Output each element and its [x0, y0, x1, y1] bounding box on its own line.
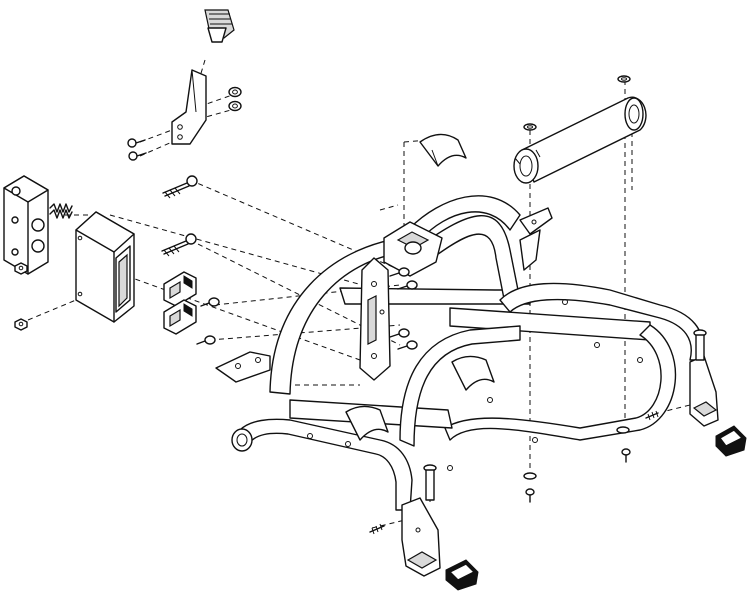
clamp-screw-upper — [200, 297, 220, 307]
mounting-bracket — [171, 69, 207, 145]
bolt-pair — [127, 138, 147, 161]
screw-right-side — [645, 410, 659, 421]
spacer-box — [75, 211, 135, 323]
frame — [215, 195, 704, 511]
sleeve-clip-top — [419, 133, 467, 167]
washer-tube-left — [523, 123, 537, 131]
frame-bolt-4 — [397, 340, 418, 350]
screw-front-side — [369, 523, 385, 535]
pin-front — [423, 464, 437, 501]
spring — [49, 203, 73, 219]
leg-front — [401, 497, 441, 577]
end-block — [3, 175, 49, 275]
sleeve-clip-front — [345, 405, 389, 441]
side-plate — [359, 257, 391, 381]
grip-cap — [204, 9, 235, 43]
frame-bolt-2 — [397, 280, 418, 290]
sleeve-clip-center — [451, 355, 495, 391]
washer-bottom-right — [616, 426, 630, 434]
frame-bolt-1 — [389, 267, 410, 277]
leg-right — [689, 355, 719, 427]
clamp-upper — [163, 271, 197, 307]
clamp-lower — [163, 299, 197, 335]
tube — [513, 96, 647, 184]
foot-cap-right — [715, 425, 747, 457]
long-bolt-upper — [162, 175, 198, 199]
clamp-screw-lower — [196, 335, 216, 345]
foot-cap-front — [445, 559, 479, 591]
pin-right — [693, 329, 707, 361]
long-bolt-lower — [161, 233, 197, 257]
frame-bolt-3 — [389, 328, 410, 338]
washer-bottom-center — [523, 472, 537, 480]
nut-pair — [228, 86, 242, 112]
nut-left-lower — [14, 318, 28, 331]
screw-bottom-center — [525, 488, 535, 503]
nut-left-upper — [14, 262, 28, 275]
screw-bottom-right — [621, 448, 631, 463]
washer-tube-right — [617, 75, 631, 83]
